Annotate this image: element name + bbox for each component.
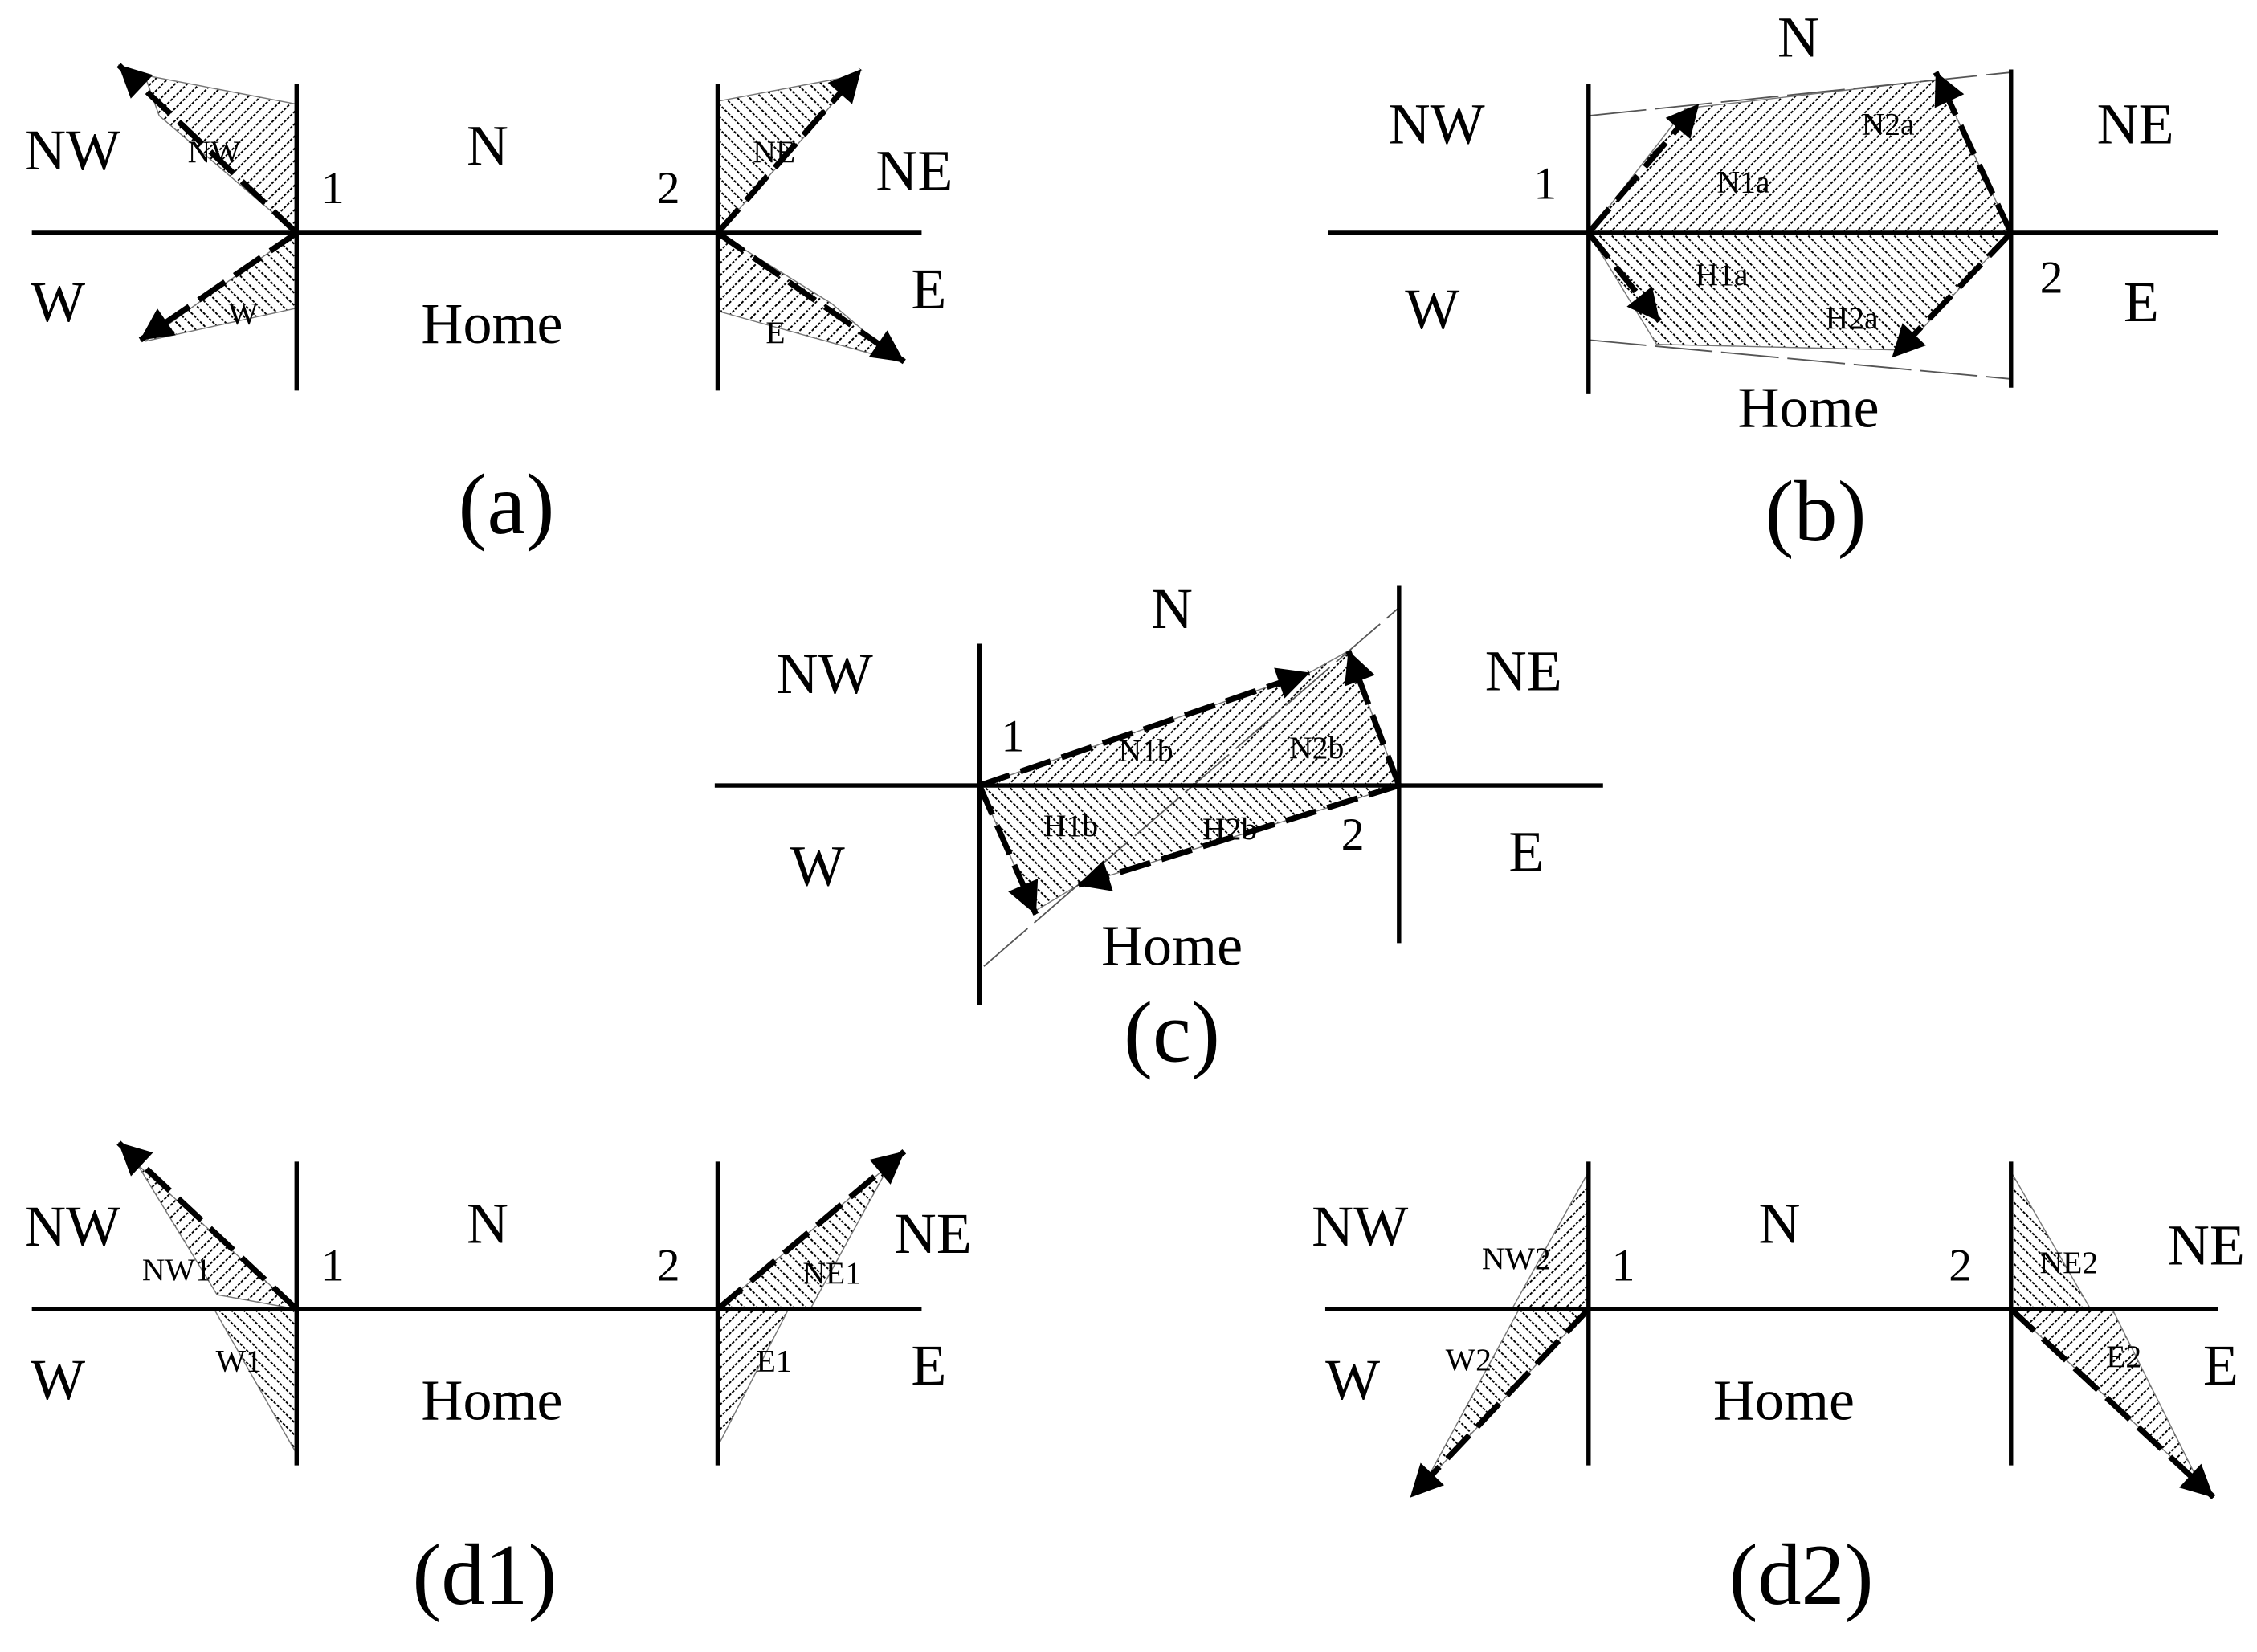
label-n: N	[1151, 577, 1193, 641]
label-ne: NE	[895, 1201, 972, 1266]
label-n: N	[1759, 1192, 1801, 1256]
region-label-ne1: NE1	[802, 1255, 861, 1291]
label-w: W	[790, 834, 845, 899]
arrow-n1b	[978, 667, 1311, 789]
label-home: Home	[421, 292, 562, 356]
caption-d2: (d2)	[1729, 1528, 1874, 1623]
region-label-w2: W2	[1446, 1342, 1492, 1377]
region-label-nw2: NW2	[1482, 1241, 1551, 1276]
point-1: 1	[1001, 711, 1024, 761]
arrow-h1a	[1586, 230, 1662, 324]
point-1: 1	[1533, 158, 1557, 209]
label-ne: NE	[1485, 639, 1562, 704]
label-w: W	[31, 270, 85, 334]
label-home: Home	[1101, 914, 1243, 978]
region-label-h1b: H1b	[1043, 808, 1098, 843]
panel-b: N NW NE W E Home 1 2 N2a N1a H1a H2a (b)	[1328, 6, 2218, 560]
caption-d1: (d1)	[412, 1528, 557, 1623]
caption-c: (c)	[1124, 985, 1220, 1081]
region-label-n1a: N1a	[1717, 165, 1770, 200]
region-label-n2a: N2a	[1862, 107, 1915, 142]
region-home	[1587, 232, 2013, 351]
region-label-w: W	[228, 296, 259, 332]
region-label-e: E	[765, 315, 785, 350]
region-label-nw1: NW1	[142, 1252, 211, 1287]
lower-dashed-line	[1588, 339, 2011, 380]
region-label-e1: E1	[757, 1344, 792, 1379]
label-nw: NW	[1312, 1194, 1408, 1258]
panel-c: N NW NE W E Home 1 2 N1b N2b H1b H2b (c)	[714, 577, 1603, 1081]
point-2: 2	[1949, 1241, 1972, 1291]
label-ne: NE	[2097, 92, 2174, 157]
label-ne: NE	[875, 138, 953, 202]
point-2: 2	[2040, 252, 2063, 303]
panel-d2: NW N NE W Home E 1 2 NW2 NE2 W2 E2 (d2)	[1312, 1161, 2245, 1623]
label-n: N	[467, 114, 508, 178]
label-ne: NE	[2168, 1214, 2245, 1278]
caption-b: (b)	[1765, 464, 1867, 560]
label-e: E	[1508, 820, 1544, 884]
point-1: 1	[1612, 1241, 1635, 1291]
region-label-h2b: H2b	[1202, 811, 1257, 846]
label-w: W	[31, 1348, 85, 1412]
region-label-n2b: N2b	[1289, 730, 1344, 765]
label-nw: NW	[24, 118, 120, 182]
region-label-w1: W1	[216, 1344, 262, 1379]
label-nw: NW	[24, 1194, 120, 1258]
arrow-h2b	[1076, 782, 1400, 891]
label-e: E	[2124, 270, 2159, 334]
label-e: E	[911, 257, 946, 321]
point-1: 1	[321, 163, 345, 214]
label-n: N	[1777, 6, 1819, 70]
arrow-nw1	[116, 1140, 299, 1311]
region-label-h1a: H1a	[1696, 257, 1749, 292]
point-1: 1	[321, 1241, 345, 1291]
label-e: E	[911, 1333, 946, 1397]
arrow-n1a	[1586, 102, 1701, 235]
point-2: 2	[657, 163, 680, 214]
label-home: Home	[421, 1368, 562, 1432]
arrow-h2a	[1890, 230, 2014, 360]
region-ne2	[2010, 1169, 2092, 1310]
arrow-n2a	[1933, 71, 2014, 235]
point-2: 2	[657, 1241, 680, 1291]
arrow-ne	[715, 67, 863, 235]
panel-d1: NW N NE W Home E 1 2 NW1 NE1 W1 E1 (d1)	[24, 1140, 972, 1623]
label-n: N	[467, 1192, 508, 1256]
label-nw: NW	[1389, 92, 1485, 157]
label-w: W	[1405, 277, 1459, 341]
region-label-nw: NW	[188, 134, 242, 169]
point-2: 2	[1341, 810, 1365, 860]
label-e: E	[2203, 1333, 2239, 1397]
label-w: W	[1325, 1348, 1380, 1412]
region-label-ne2: NE2	[2039, 1245, 2098, 1280]
caption-a: (a)	[459, 457, 555, 553]
region-label-e2: E2	[2106, 1339, 2141, 1374]
region-w1	[213, 1308, 298, 1456]
arrow-ne1	[716, 1149, 907, 1311]
region-label-ne: NE	[753, 134, 795, 169]
label-home: Home	[1738, 376, 1879, 440]
region-label-h2a: H2a	[1826, 300, 1879, 336]
arrow-e	[716, 230, 906, 365]
arrow-e2	[2009, 1307, 2216, 1499]
arrow-n2b	[1344, 650, 1402, 787]
label-nw: NW	[777, 642, 873, 706]
arrow-w	[138, 230, 299, 343]
panel-a: NW N NE W Home E 1 2 NW NE W E (a)	[24, 63, 953, 553]
label-home: Home	[1713, 1368, 1855, 1432]
arrow-h1b	[977, 784, 1039, 916]
region-label-n1b: N1b	[1119, 733, 1173, 769]
arrow-nw	[116, 63, 299, 235]
